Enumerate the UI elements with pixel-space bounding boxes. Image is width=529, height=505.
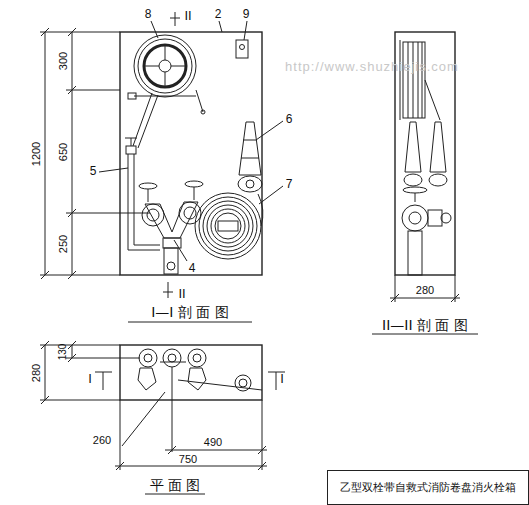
- section-mark: II: [184, 9, 191, 22]
- view-title: I—I 剖 面 图: [151, 305, 229, 319]
- dimension-value: 490: [204, 437, 222, 448]
- cabinet-front: [120, 32, 262, 275]
- section-mark: I: [88, 372, 92, 385]
- callout-number: 4: [189, 262, 196, 274]
- view-title: 平 面 图: [150, 478, 201, 492]
- section-mark: II: [178, 287, 185, 300]
- leader-lines: [99, 21, 283, 261]
- watermark: http://www.shuzhiejis.com: [285, 60, 459, 73]
- dimension-value: 1200: [31, 142, 42, 166]
- supply-pipe: [125, 93, 160, 250]
- dimension-lines: [40, 28, 150, 279]
- callout-number: 8: [145, 8, 152, 20]
- dimension-value: 300: [58, 52, 69, 70]
- section-mark: I: [280, 372, 284, 385]
- callout-number: 5: [90, 165, 97, 177]
- callout-number: 9: [243, 8, 250, 20]
- dimension-value: 250: [58, 235, 69, 253]
- cabinet-plan: [120, 345, 262, 400]
- title-underline: [145, 494, 205, 495]
- callout-number: 6: [286, 113, 293, 125]
- callout-number: 2: [215, 8, 222, 20]
- side-nozzles: [404, 122, 447, 186]
- side-reel: [400, 40, 440, 120]
- hose-reel: [128, 35, 205, 114]
- dimension-value: 650: [58, 143, 69, 161]
- alarm-button: [236, 40, 248, 58]
- view-title: II—II 剖 面 图: [382, 318, 468, 332]
- title-underline: [372, 334, 478, 335]
- dimension-value: 260: [93, 435, 111, 446]
- section-marks: [163, 12, 180, 298]
- side-dimension: [390, 275, 460, 302]
- dimension-value: 280: [31, 364, 42, 382]
- drawing-title: 乙型双栓带自救式消防卷盘消火栓箱: [340, 480, 516, 495]
- nozzle: [238, 122, 262, 192]
- dimension-value: 750: [179, 454, 197, 465]
- callout-number: 7: [286, 178, 293, 190]
- dimension-value: 130: [58, 344, 68, 361]
- hydrant-valves: [139, 181, 203, 274]
- plan-dimensions: [40, 341, 285, 470]
- side-valve: [402, 187, 451, 275]
- hose-coil: [195, 193, 263, 259]
- dimension-value: 280: [416, 285, 434, 296]
- title-box: 乙型双栓带自救式消防卷盘消火栓箱: [327, 470, 529, 505]
- plan-valves: [138, 349, 262, 391]
- title-underline: [128, 322, 252, 323]
